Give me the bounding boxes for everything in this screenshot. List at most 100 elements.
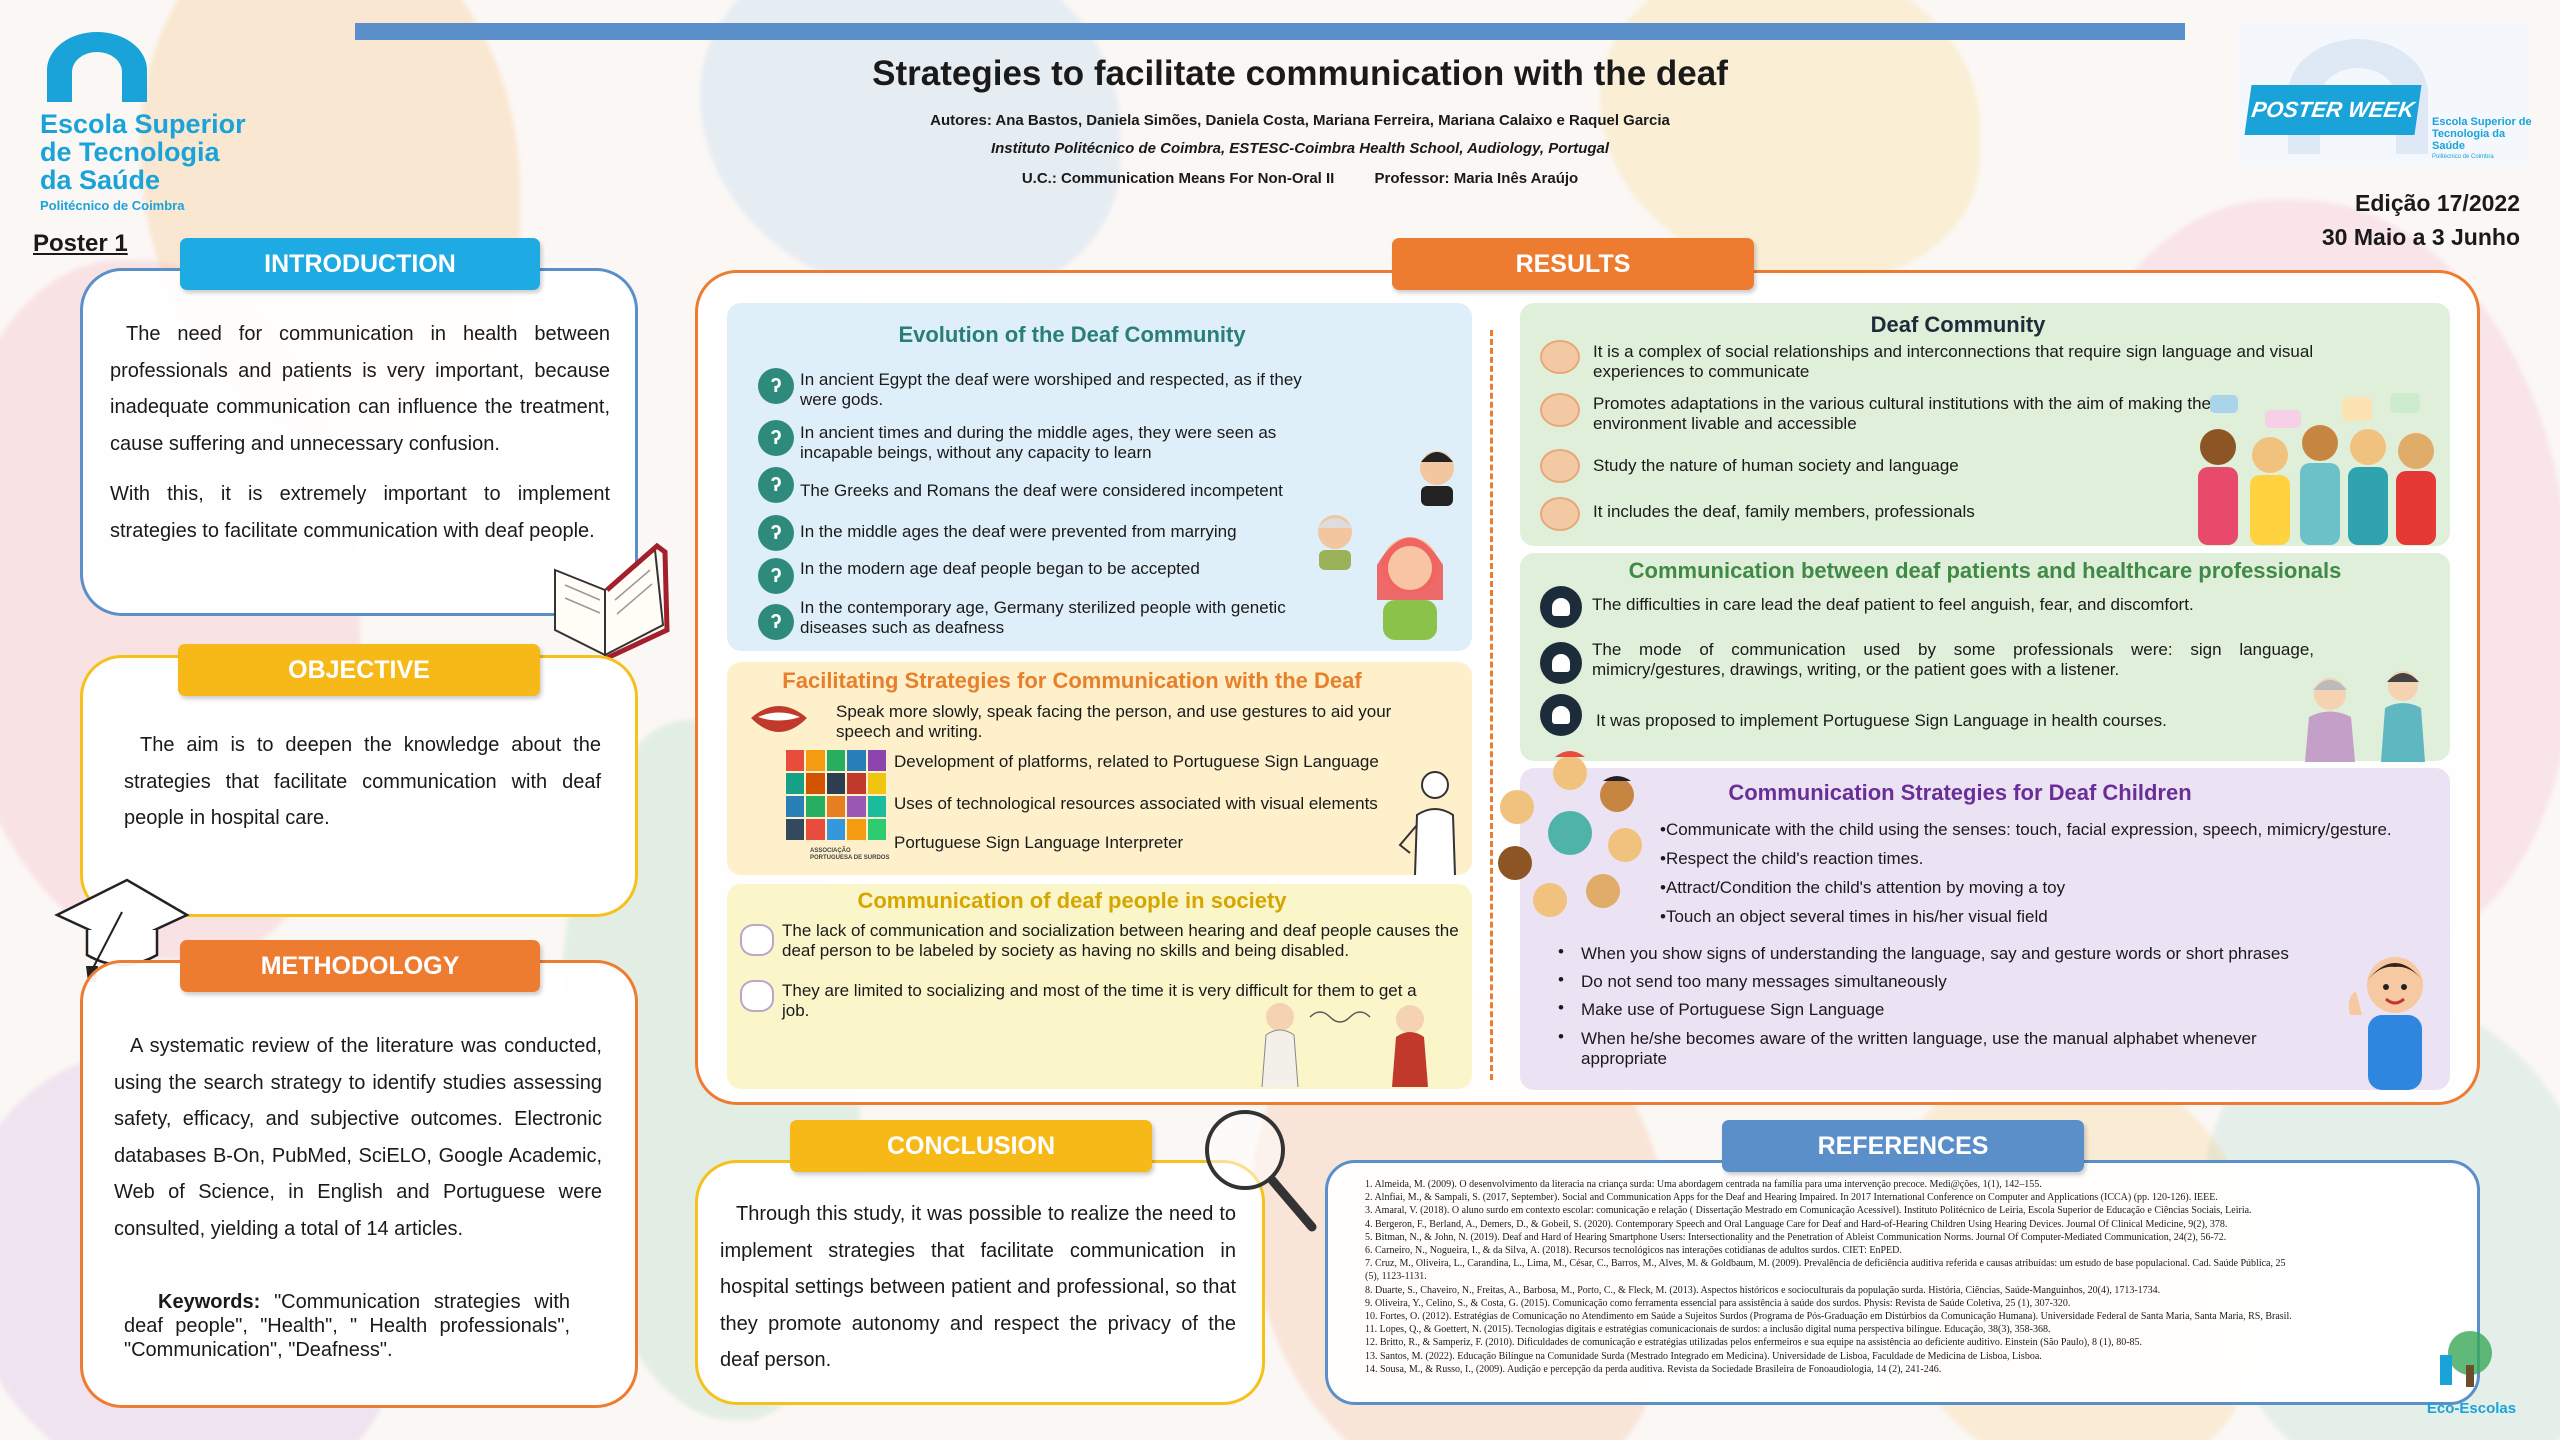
poster-week-school-sub: Politécnico de Coimbra: [2432, 154, 2494, 160]
reference-item: 1. Almeida, M. (2009). O desenvolvimento…: [1365, 1179, 2042, 1190]
keywords: Keywords: "Communication strategies with…: [124, 1290, 570, 1362]
children-bullet: When he/she becomes aware of the written…: [1581, 1029, 2257, 1068]
poster-week-arch-icon: [2288, 39, 2428, 154]
waving-boy-icon: [2348, 957, 2423, 1090]
patients-item: The mode of communication used by some p…: [1592, 640, 2314, 679]
deaf-community-item: It includes the deaf, family members, pr…: [1593, 502, 1975, 521]
deaf-ear-icon: ʔ: [758, 420, 794, 456]
references-heading: REFERENCES: [1722, 1120, 2084, 1172]
facilitating-item: Uses of technological resources associat…: [894, 794, 1378, 813]
reference-item: 13. Santos, M. (2022). Educação Bilíngue…: [1365, 1350, 2042, 1362]
objective-text: The aim is to deepen the knowledge about…: [124, 727, 601, 837]
patients-item: It was proposed to implement Portuguese …: [1596, 711, 2167, 730]
reference-item: 10. Fortes, O. (2012). Estratégias de Co…: [1365, 1311, 2292, 1323]
professor: Professor: Maria Inês Araújo: [1374, 170, 1579, 187]
hand-icon: [1540, 340, 1580, 374]
bullet-dot: •: [1558, 1027, 1564, 1046]
deaf-ear-icon: ʔ: [758, 368, 794, 404]
introduction-paragraph-2: With this, it is extremely important to …: [110, 483, 610, 542]
references-list: 1. Almeida, M. (2009). O desenvolvimento…: [1365, 1178, 2365, 1376]
evolution-item: In ancient times and during the middle a…: [800, 423, 1277, 462]
eco-escolas-logo-icon: [2440, 1331, 2492, 1387]
association-logo: ASSOCIAÇÃO PORTUGUESA DE SURDOS: [810, 848, 890, 861]
institute: Instituto Politécnico de Coimbra, ESTESC…: [990, 140, 1610, 157]
course-line: U.C.: Communication Means For Non-Oral I…: [700, 170, 1900, 187]
conclusion-paragraph: Through this study, it was possible to r…: [720, 1203, 1236, 1371]
keywords-list: "Communication strategies with deaf peop…: [124, 1291, 570, 1361]
society-item: The lack of communication and socializat…: [782, 921, 1459, 960]
deaf-ear-icon: ʔ: [758, 467, 794, 503]
reference-item: 5. Bitman, N., & John, N. (2019). Deaf a…: [1365, 1231, 2227, 1243]
reference-item: 4. Bergeron, F., Berland, A., Demers, D.…: [1365, 1218, 2228, 1230]
society-card: [727, 884, 1472, 1089]
evolution-title: Evolution of the Deaf Community: [898, 322, 1246, 347]
children-bullet: When you show signs of understanding the…: [1581, 944, 2289, 963]
eco-escolas-label: Eco-Escolas: [2426, 1400, 2517, 1417]
objective-heading: OBJECTIVE: [178, 644, 540, 696]
hand-icon: [1540, 497, 1580, 531]
reference-item: 12. Britto, R., & Samperiz, F. (2010). D…: [1365, 1337, 2143, 1349]
deaf-ear-icon: ʔ: [758, 515, 794, 551]
sign-hands-icon: [740, 980, 774, 1012]
reference-item: 8. Duarte, S., Chaveiro, N., Freitas, A.…: [1365, 1284, 2161, 1296]
reference-item: 6. Carneiro, N., Nogueira, I., & da Silv…: [1365, 1245, 1902, 1257]
reference-item: (5), 1123-1131.: [1365, 1271, 1427, 1283]
children-item: •Touch an object several times in his/he…: [1660, 907, 2048, 926]
children-item: •Attract/Condition the child's attention…: [1660, 878, 2066, 897]
patients-title: Communication between deaf patients and …: [1628, 558, 2342, 583]
children-bullet: Make use of Portuguese Sign Language: [1581, 1000, 1885, 1019]
children-item: •Communicate with the child using the se…: [1660, 820, 2392, 839]
group-icon: [1540, 694, 1582, 736]
children-title: Communication Strategies for Deaf Childr…: [1728, 780, 2192, 805]
reference-item: 9. Oliveira, Y., Celino, S., & Costa, G.…: [1365, 1297, 2071, 1309]
sign-language-grid-icon: [786, 750, 886, 840]
evolution-item: In the middle ages the deaf were prevent…: [800, 522, 1237, 541]
children-item: •Respect the child's reaction times.: [1660, 849, 1924, 868]
poster-week-school: Escola Superior de Tecnologia da Saúde: [2432, 116, 2532, 152]
school-logo-subtitle: Politécnico de Coimbra: [40, 198, 185, 213]
authors: Autores: Ana Bastos, Daniela Simões, Dan…: [930, 112, 1670, 129]
doctor-patient-illustration-icon: [2305, 671, 2425, 762]
results-heading: RESULTS: [1392, 238, 1754, 290]
evolution-item: The Greeks and Romans the deaf were cons…: [800, 481, 1283, 500]
open-book-icon: [554, 542, 670, 660]
introduction-text: The need for communication in health bet…: [110, 316, 610, 549]
course-unit: U.C.: Communication Means For Non-Oral I…: [1021, 170, 1335, 187]
methodology-text: A systematic review of the literature wa…: [114, 1028, 602, 1247]
methodology-heading: METHODOLOGY: [180, 940, 540, 992]
facilitating-title: Facilitating Strategies for Communicatio…: [782, 668, 1362, 693]
introduction-panel: [80, 268, 638, 616]
deaf-ear-icon: ʔ: [758, 604, 794, 640]
evolution-item: In the modern age deaf people began to b…: [800, 559, 1200, 578]
reference-item: 14. Sousa, M., & Russo, I., (2009). Audi…: [1365, 1363, 1942, 1375]
communication-barrier-illustration-icon: [1261, 1003, 1428, 1087]
mouth-icon: [751, 706, 807, 732]
results-divider: [1490, 330, 1493, 1080]
children-card: [1520, 768, 2450, 1090]
deaf-community-item: It is a complex of social relationships …: [1593, 342, 2314, 381]
facilitating-item: Portuguese Sign Language Interpreter: [894, 833, 1184, 852]
deaf-community-item: Promotes adaptations in the various cult…: [1593, 394, 2221, 433]
evolution-item: In ancient Egypt the deaf were worshiped…: [800, 370, 1302, 409]
conclusion-text: Through this study, it was possible to r…: [720, 1196, 1236, 1379]
deaf-ear-icon: ʔ: [758, 558, 794, 594]
group-icon: [1540, 642, 1582, 684]
school-logo-icon: [47, 32, 147, 102]
bullet-dot: •: [1558, 998, 1564, 1017]
reference-item: 11. Lopes, Q., & Goettert, N. (2015). Te…: [1365, 1324, 2051, 1336]
group-icon: [1540, 586, 1582, 628]
conclusion-heading: CONCLUSION: [790, 1120, 1152, 1172]
patients-item: The difficulties in care lead the deaf p…: [1592, 595, 2194, 614]
deaf-community-title: Deaf Community: [1870, 312, 2046, 337]
reference-item: 3. Amaral, V. (2018). O aluno surdo em c…: [1365, 1205, 2252, 1217]
children-bullet: Do not send too many messages simultaneo…: [1581, 972, 1947, 991]
facilitating-item: Development of platforms, related to Por…: [894, 752, 1379, 771]
society-title: Communication of deaf people in society: [857, 888, 1287, 913]
hand-icon: [1540, 449, 1580, 483]
objective-paragraph: The aim is to deepen the knowledge about…: [124, 734, 601, 829]
conclusion-panel: [695, 1160, 1265, 1405]
facilitating-item: Speak more slowly, speak facing the pers…: [836, 702, 1392, 741]
poster-week-banner: POSTER WEEK: [2244, 85, 2422, 135]
edition: Edição 17/2022: [2355, 190, 2520, 216]
evolution-card: [727, 303, 1472, 651]
